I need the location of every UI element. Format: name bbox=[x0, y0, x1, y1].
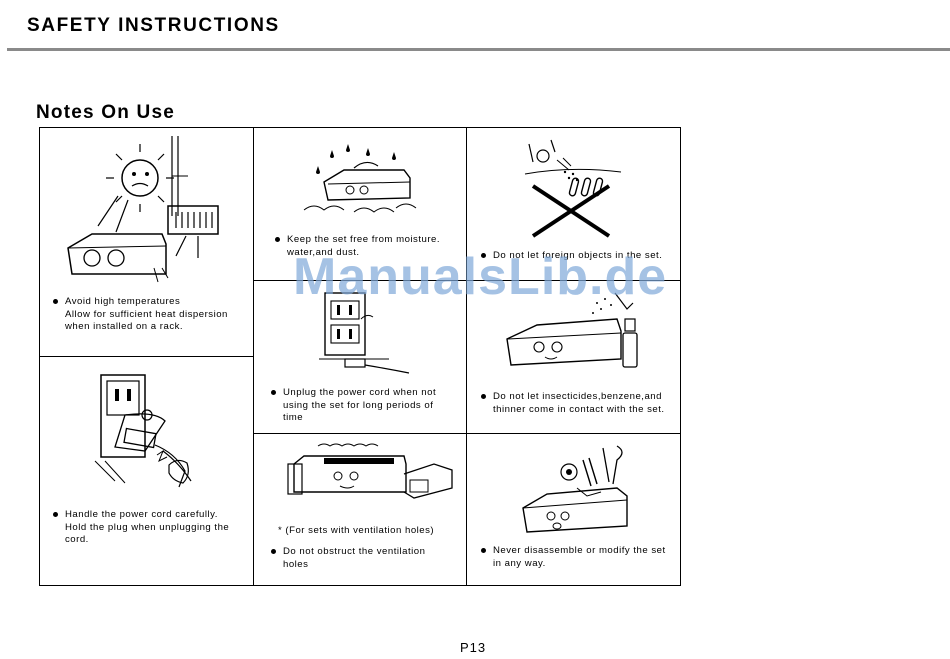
note-insecticides: Do not let insecticides,benzene,and thin… bbox=[481, 391, 681, 416]
title-rule bbox=[7, 48, 950, 51]
wall-outlet-illustration bbox=[319, 292, 410, 374]
note-cell-moisture: Keep the set free from moisture. water,a… bbox=[254, 128, 466, 280]
note-ventilation: Do not obstruct the ventilation holes bbox=[271, 546, 463, 571]
bullet-icon bbox=[275, 237, 280, 242]
note-unplug: Unplug the power cord when not using the… bbox=[271, 387, 463, 425]
grid-divider bbox=[253, 433, 681, 434]
note-moisture: Keep the set free from moisture. water,a… bbox=[275, 234, 465, 259]
notes-grid: Avoid high temperatures Allow for suffic… bbox=[39, 127, 681, 586]
watermark: ManualsLib.de bbox=[293, 248, 668, 306]
page-title: SAFETY INSTRUCTIONS bbox=[27, 15, 280, 36]
bullet-icon bbox=[53, 299, 58, 304]
grid-divider bbox=[253, 280, 681, 281]
bullet-icon bbox=[53, 512, 58, 517]
bullet-icon bbox=[481, 548, 486, 553]
section-title: Notes On Use bbox=[36, 102, 175, 123]
ventilation-illustration bbox=[287, 443, 453, 499]
sun-heat-illustration bbox=[67, 136, 219, 283]
note-cell-disassemble: Never disassemble or modify the set in a… bbox=[467, 434, 681, 585]
moisture-illustration bbox=[303, 144, 417, 213]
bullet-icon bbox=[271, 390, 276, 395]
note-heat: Avoid high temperatures Allow for suffic… bbox=[53, 296, 248, 334]
bullet-icon bbox=[271, 549, 276, 554]
note-power-cord: Handle the power cord carefully. Hold th… bbox=[53, 509, 253, 547]
grid-divider bbox=[253, 128, 254, 585]
bullet-icon bbox=[481, 394, 486, 399]
power-plug-illustration bbox=[94, 374, 192, 488]
note-cell-ventilation: * (For sets with ventilation holes) Do n… bbox=[254, 434, 466, 585]
foreign-objects-illustration bbox=[524, 139, 622, 238]
note-disassemble: Never disassemble or modify the set in a… bbox=[481, 545, 681, 570]
page-number: P13 bbox=[460, 640, 487, 655]
grid-divider bbox=[40, 356, 253, 357]
note-cell-heat: Avoid high temperatures Allow for suffic… bbox=[40, 128, 253, 356]
note-cell-foreign-objects: Do not let foreign objects in the set. bbox=[467, 128, 681, 280]
note-cell-insecticides: Do not let insecticides,benzene,and thin… bbox=[467, 281, 681, 433]
spray-can-illustration bbox=[506, 292, 638, 368]
disassemble-illustration bbox=[522, 445, 628, 533]
note-foreign-objects: Do not let foreign objects in the set. bbox=[481, 250, 681, 263]
grid-divider bbox=[466, 128, 467, 585]
footnote: * (For sets with ventilation holes) bbox=[278, 525, 435, 536]
bullet-icon bbox=[481, 253, 486, 258]
note-cell-unplug: Unplug the power cord when not using the… bbox=[254, 281, 466, 433]
note-cell-power-cord: Handle the power cord carefully. Hold th… bbox=[40, 357, 253, 585]
